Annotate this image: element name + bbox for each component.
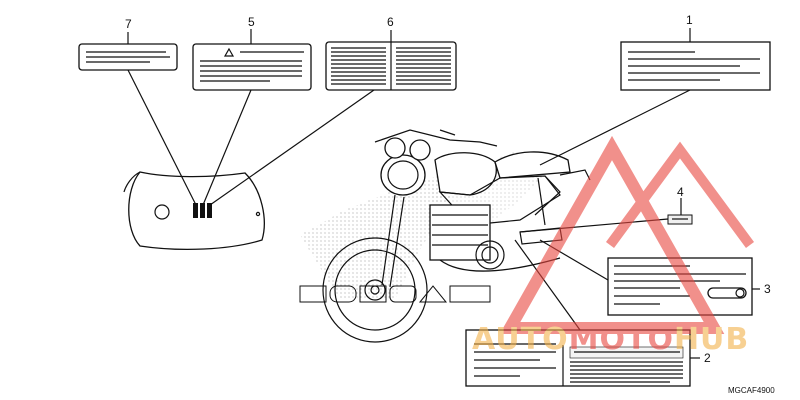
leader-6 xyxy=(209,89,375,206)
leader-2 xyxy=(514,239,581,331)
motorcycle-illustration xyxy=(299,129,591,343)
callout-6: 6 xyxy=(387,15,394,29)
callout-2: 2 xyxy=(704,351,711,365)
callout-5: 5 xyxy=(248,15,255,29)
tank-applied-labels xyxy=(193,203,212,218)
watermark-text: AUTOMOTOHUB xyxy=(472,322,749,357)
callout-1: 1 xyxy=(686,13,693,27)
leader-7 xyxy=(127,69,197,206)
leader-5 xyxy=(202,89,252,206)
label-5 xyxy=(192,29,312,91)
callout-7: 7 xyxy=(125,17,132,31)
fuel-tank-illustration xyxy=(123,171,265,250)
callout-3: 3 xyxy=(764,282,771,296)
leader-1 xyxy=(539,89,691,166)
part-code: MGCAF4900 xyxy=(728,386,775,395)
label-1 xyxy=(620,28,771,91)
callout-4: 4 xyxy=(677,185,684,199)
watermark-logo: AUTOMOTOHUB xyxy=(472,135,755,357)
leader-4 xyxy=(519,218,669,233)
label-2 xyxy=(465,329,700,387)
label-4 xyxy=(667,198,693,225)
warning-triangle-icon xyxy=(223,47,235,57)
watermark-hub: HUB xyxy=(674,322,749,357)
label-6 xyxy=(325,30,457,91)
label-7 xyxy=(78,32,178,71)
